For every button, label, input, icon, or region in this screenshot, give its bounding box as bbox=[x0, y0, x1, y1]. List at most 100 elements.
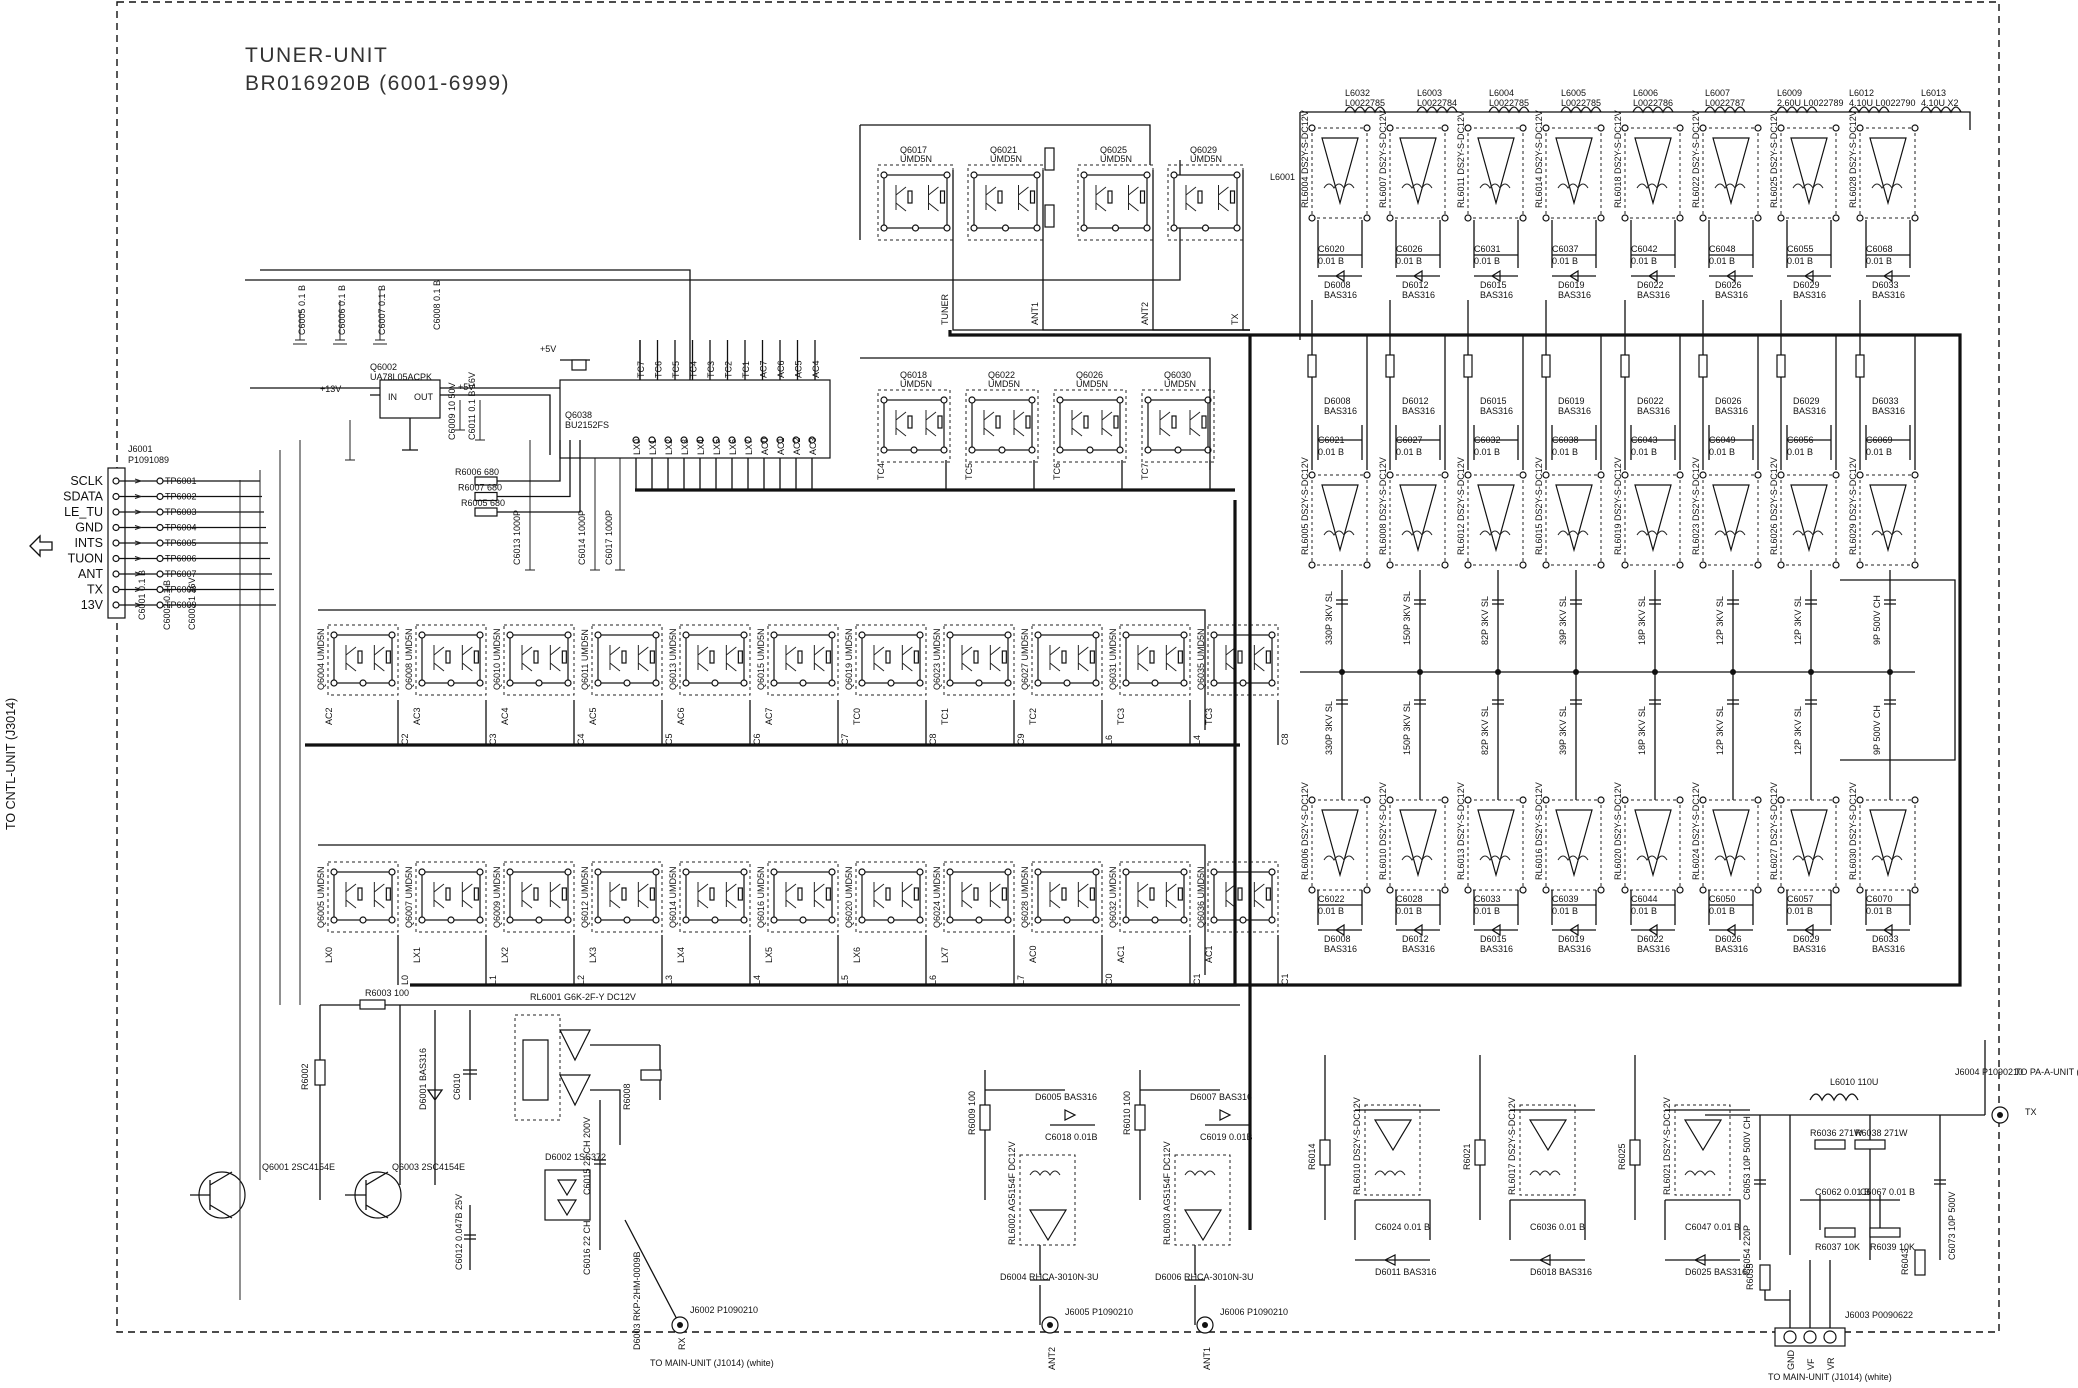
cap-c-ref: C6049 bbox=[1709, 435, 1736, 445]
small-cap-label: C6003 1 16V bbox=[187, 577, 197, 630]
row2-input-label: LX3 bbox=[588, 947, 598, 963]
ic-pin-lx5: LX5 bbox=[712, 439, 722, 455]
relay-label: RL6006 DS2Y-S-DC12V bbox=[1300, 782, 1310, 880]
small-cap-label: C6009 10 50V bbox=[447, 382, 457, 440]
row1-input-label: TC2 bbox=[1028, 708, 1038, 725]
row2-output-label: L7 bbox=[1016, 975, 1026, 985]
relay-label: RL6025 DS2Y-S-DC12V bbox=[1769, 110, 1779, 208]
inductor-part: L0022787 bbox=[1705, 98, 1745, 108]
cap-top-value: 0.01 B bbox=[1631, 256, 1657, 266]
diode-ref: D6022 bbox=[1637, 396, 1664, 406]
output-tx-label: TX bbox=[2025, 1107, 2037, 1117]
ant-relay-label: RL6002 AG5154F DC12V bbox=[1007, 1141, 1017, 1245]
row1-output-label: C2 bbox=[400, 733, 410, 745]
transistor-row2-label: Q6032 UMD5N bbox=[1108, 866, 1118, 928]
ant-diode-ref: D6005 BAS316 bbox=[1035, 1092, 1097, 1102]
j6001-part: P1091089 bbox=[128, 455, 169, 465]
ant-name-label: ANT1 bbox=[1202, 1347, 1212, 1370]
relay-label: RL6020 DS2Y-S-DC12V bbox=[1613, 782, 1623, 880]
diode-ref: D6008 bbox=[1324, 280, 1351, 290]
ant-protect-label: D6006 RHCA-3010N-3U bbox=[1155, 1272, 1254, 1282]
connector-pin-tuon: TUON bbox=[68, 552, 103, 566]
j6003-pin-gnd: GND bbox=[1786, 1350, 1796, 1371]
c6062-label: C6062 0.01 B bbox=[1815, 1187, 1870, 1197]
ic-pin-ac0: AC0 bbox=[760, 437, 770, 455]
diode-part: BAS316 bbox=[1872, 406, 1905, 416]
relay-label: RL6016 DS2Y-S-DC12V bbox=[1534, 782, 1544, 880]
tx-diode-label: D6025 BAS316 bbox=[1685, 1267, 1747, 1277]
relay-label: RL6008 DS2Y-S-DC12V bbox=[1378, 457, 1388, 555]
ic-pin-lx4: LX4 bbox=[696, 439, 706, 455]
signal-tx: TX bbox=[1230, 313, 1240, 325]
diode-ref: D6026 bbox=[1715, 396, 1742, 406]
cap-top-ref: C6026 bbox=[1396, 244, 1423, 254]
diode-ref: D6008 bbox=[1324, 934, 1351, 944]
cap-top-value: 0.01 B bbox=[1396, 256, 1422, 266]
r6008-label: R6008 bbox=[622, 1083, 632, 1110]
transistor-ref: Q6025 bbox=[1100, 145, 1127, 155]
ant-diode-ref: D6007 BAS316 bbox=[1190, 1092, 1252, 1102]
transistor-ref: Q6018 bbox=[900, 370, 927, 380]
tx-diode-label: D6018 BAS316 bbox=[1530, 1267, 1592, 1277]
inductor-ref: L6004 bbox=[1489, 88, 1514, 98]
cap-c-ref: C6032 bbox=[1474, 435, 1501, 445]
regulator-out-label: OUT bbox=[414, 392, 434, 402]
row1-input-label: TC3 bbox=[1204, 708, 1214, 725]
j6003-label: J6003 P0090622 bbox=[1845, 1310, 1913, 1320]
diode-part: BAS316 bbox=[1324, 290, 1357, 300]
cap-c-value: 0.01 B bbox=[1318, 447, 1344, 457]
row1-input-label: TC3 bbox=[1116, 708, 1126, 725]
relay-label: RL6013 DS2Y-S-DC12V bbox=[1456, 782, 1466, 880]
ic-pin-tc4: TC4 bbox=[689, 361, 699, 378]
inductor-icon bbox=[1560, 106, 1602, 114]
diode-part: BAS316 bbox=[1637, 290, 1670, 300]
cap-c-value: 0.01 B bbox=[1787, 447, 1813, 457]
diode-part: BAS316 bbox=[1715, 406, 1748, 416]
cap-cf-value: 0.01 B bbox=[1474, 906, 1500, 916]
j6001-ref: J6001 bbox=[128, 444, 153, 454]
relay-label: RL6023 DS2Y-S-DC12V bbox=[1691, 457, 1701, 555]
c6010-label: C6010 bbox=[452, 1073, 462, 1100]
ic-pin-tc7: TC7 bbox=[636, 361, 646, 378]
j6003-pin-vf: VF bbox=[1806, 1358, 1816, 1370]
d6002-label: D6002 1SS372 bbox=[545, 1152, 606, 1162]
r6002-label: R6002 bbox=[300, 1063, 310, 1090]
r6037-label: R6037 10K bbox=[1815, 1242, 1860, 1252]
connector-pin-ant: ANT bbox=[78, 567, 103, 581]
driver-ic-part: BU2152FS bbox=[565, 420, 609, 430]
diode-ref: D6012 bbox=[1402, 280, 1429, 290]
small-cap-label: C6006 0.1 B bbox=[337, 285, 347, 335]
board-outline bbox=[116, 1, 2000, 1333]
inductor-part: L0022784 bbox=[1417, 98, 1457, 108]
bus-resistor-label: R6005 680 bbox=[461, 498, 505, 508]
row2-output-label: L2 bbox=[576, 975, 586, 985]
transistor-ref: Q6022 bbox=[988, 370, 1015, 380]
r6038-label: R6038 271W bbox=[1855, 1128, 1908, 1138]
q6001-label: Q6001 2SC4154E bbox=[262, 1162, 335, 1172]
transistor-row1-label: Q6004 UMD5N bbox=[316, 628, 326, 690]
tune-cap-2-label: 330P 3KV SL bbox=[1324, 701, 1334, 755]
row2-input-label: LX0 bbox=[324, 947, 334, 963]
bus-resistor-label: R6006 680 bbox=[455, 467, 499, 477]
inductor-part: L0022785 bbox=[1345, 98, 1385, 108]
transistor-part: UMD5N bbox=[1164, 379, 1196, 389]
tune-cap-1-label: 12P 3KV SL bbox=[1715, 596, 1725, 645]
diode-part: BAS316 bbox=[1793, 406, 1826, 416]
cap-cf-ref: C6050 bbox=[1709, 894, 1736, 904]
ant-res-label: R6010 100 bbox=[1122, 1091, 1132, 1135]
transistor-ref: Q6029 bbox=[1190, 145, 1217, 155]
diode-part: BAS316 bbox=[1793, 290, 1826, 300]
transistor-row1-label: Q6023 UMD5N bbox=[932, 628, 942, 690]
transistor-row1-label: Q6011 UMD5N bbox=[580, 629, 590, 690]
connector-pin-le-tu: LE_TU bbox=[64, 505, 103, 519]
signal-tc4: TC4 bbox=[876, 463, 886, 480]
cap-cf-ref: C6057 bbox=[1787, 894, 1814, 904]
inductor-icon bbox=[1488, 106, 1530, 114]
row1-output-label: C8 bbox=[1280, 733, 1290, 745]
transistor-row2-label: Q6020 UMD5N bbox=[844, 866, 854, 928]
relay-label: RL6011 DS2Y-S-DC12V bbox=[1456, 111, 1466, 208]
row1-input-label: AC4 bbox=[500, 707, 510, 725]
cap-c-value: 0.01 B bbox=[1631, 447, 1657, 457]
connector-pin-sdata: SDATA bbox=[63, 490, 103, 504]
